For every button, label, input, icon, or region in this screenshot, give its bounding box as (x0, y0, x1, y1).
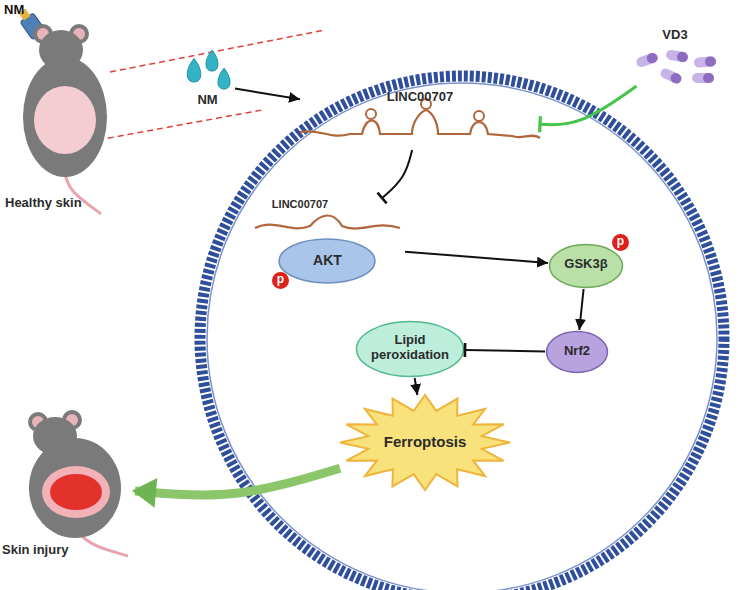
node-outline (5, 22, 125, 214)
activation-arrow (405, 252, 548, 263)
mouse-illustration: Skin injury (0, 410, 135, 560)
node-text: GSK3β (548, 257, 624, 272)
protein-ellipse: GSK3β (548, 243, 624, 289)
node-text: NM (180, 93, 235, 108)
node-text: Skin injury (2, 543, 97, 558)
activation-arrow (579, 289, 583, 330)
zoom-line (110, 30, 325, 72)
cell-membrane-inner (207, 83, 717, 590)
activation-arrow (415, 378, 418, 395)
inhibition-connector (465, 350, 545, 351)
node-text: Lipid peroxidation (363, 333, 457, 363)
node-text: AKT (280, 252, 375, 268)
inhibition-connector (540, 86, 637, 125)
phospho-mark: p (272, 272, 289, 289)
protein-ellipse: Nrf2 (545, 330, 609, 374)
node-outline (0, 410, 135, 560)
node-text: LINC00707 (250, 198, 350, 211)
reagent-label: NM (4, 2, 24, 17)
reagent-drops: NM (180, 55, 235, 113)
node-text: VD3 (645, 28, 705, 43)
process-ellipse: Lipid peroxidation (355, 320, 465, 378)
lncrna-strand: LINC00707 (300, 88, 540, 150)
phospho-mark: p (612, 234, 629, 251)
drug-pills: VD3 (625, 28, 730, 86)
cell-membrane (200, 76, 724, 590)
node-text: Ferroptosis (360, 433, 490, 450)
mouse-illustration: Healthy skin (5, 22, 125, 214)
zoom-line (98, 110, 262, 140)
activation-arrow (135, 468, 340, 495)
node-text: LINC00707 (360, 90, 480, 105)
node-text: Healthy skin (5, 196, 97, 211)
node-text: Nrf2 (545, 344, 609, 359)
activation-arrow (235, 89, 300, 100)
outcome-starburst: Ferroptosis (340, 395, 510, 490)
inhibition-connector (382, 150, 412, 198)
